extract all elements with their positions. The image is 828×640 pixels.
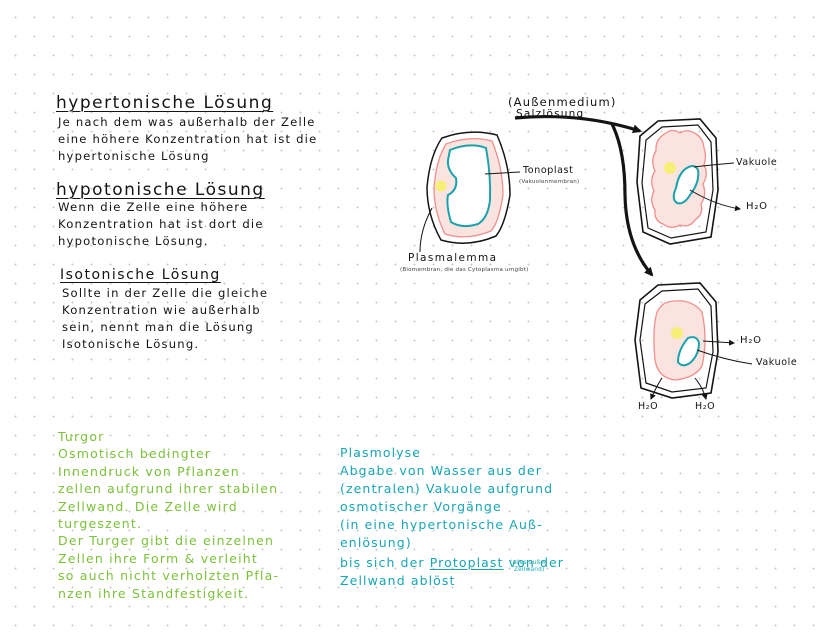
plasmolyse-heading: Plasmolyse xyxy=(340,445,422,460)
h2o-label-top: H₂O xyxy=(746,201,768,212)
text-line: (alles außer xyxy=(510,560,547,566)
text-line: Konzentration wie außerhalb xyxy=(62,303,261,317)
text-line: sein, nennt man die Lösung xyxy=(62,320,254,334)
text-line: Zellwand. Die Zelle wird xyxy=(58,498,238,514)
h2o-label-bottom-right: H₂O xyxy=(695,401,716,412)
text-line: (zentralen) Vakuole aufgrund xyxy=(340,481,554,496)
tonoplast-label: Tonoplast xyxy=(523,165,574,176)
text-line: enlösung) xyxy=(340,535,412,550)
h2o-label-bottom-left: H₂O xyxy=(638,401,659,412)
text-line: Innendruck von Pflanzen xyxy=(58,463,240,479)
text-line: hypertonische Lösung xyxy=(58,149,210,163)
text-line: Zellwand ablöst xyxy=(340,573,456,588)
turgor-block: Turgor Osmotisch bedingter Innendruck vo… xyxy=(58,428,279,602)
text-line: Abgabe von Wasser aus der xyxy=(340,463,542,478)
cell-plasmolysed xyxy=(634,282,753,400)
text-line: (in eine hypertonische Auß- xyxy=(340,517,543,532)
text-line: Je nach dem was außerhalb der Zelle xyxy=(58,115,316,129)
plasmolyse-block: Plasmolyse Abgabe von Wasser aus der (ze… xyxy=(340,444,564,590)
text-line: Zellwand) xyxy=(514,567,545,573)
plasmalemma-note: (Biomembran, die das Cytoplasma umgibt) xyxy=(400,267,529,273)
isotonic-text: Sollte in der Zelle die gleiche Konzentr… xyxy=(62,285,268,353)
text-line: bis sich der Protoplast von der xyxy=(340,554,564,572)
vakuole-label-top: Vakuole xyxy=(736,157,778,168)
nucleus-icon xyxy=(435,180,447,192)
text-line: zellen aufgrund ihrer stabilen xyxy=(58,481,279,497)
protoplast-term: Protoplast xyxy=(429,555,504,570)
hypertonic-text: Je nach dem was außerhalb der Zelle eine… xyxy=(58,114,317,165)
text-line: Zellen ihre Form & verleiht xyxy=(58,550,258,566)
text-line: Wenn die Zelle eine höhere xyxy=(58,200,249,214)
text-line: Konzentration hat ist dort die xyxy=(58,217,264,231)
plasmolyse-side-note: (alles außer Zellwand) xyxy=(510,560,547,574)
vakuole-label-bottom: Vakuole xyxy=(756,357,798,368)
nucleus-icon xyxy=(671,327,683,339)
text-line: osmotischer Vorgänge xyxy=(340,499,502,514)
h2o-label-right: H₂O xyxy=(740,335,762,346)
text-line: hypotonische Lösung. xyxy=(58,234,209,248)
tonoplast-note: (Vakuolenmembran) xyxy=(519,179,580,185)
cell-normal xyxy=(419,131,521,253)
text-fragment: bis sich der xyxy=(340,555,430,570)
outer-medium-label: (Außenmedium) xyxy=(508,95,617,109)
hypertonic-title: hypertonische Lösung xyxy=(56,93,274,113)
text-line: Isotonische Lösung. xyxy=(62,337,200,351)
text-line: Der Turger gibt die einzelnen xyxy=(58,533,275,549)
text-line: eine höhere Konzentration hat ist die xyxy=(58,132,318,146)
turgor-heading: Turgor xyxy=(58,429,105,444)
text-line: Sollte in der Zelle die gleiche xyxy=(62,286,269,300)
text-line: Osmotisch bedingter xyxy=(58,446,212,462)
plasmalemma-label: Plasmalemma xyxy=(408,252,498,264)
text-line: nzen ihre Standfestigkeit. xyxy=(58,585,250,601)
text-line: so auch nicht verholzten Pfla- xyxy=(58,568,280,584)
text-fragment: von der xyxy=(503,555,565,570)
isotonic-title: Isotonische Lösung xyxy=(60,267,221,283)
text-line: turgeszent. xyxy=(58,516,143,532)
hypotonic-text: Wenn die Zelle eine höhere Konzentration… xyxy=(58,199,264,250)
salt-solution-label: Salzlösung xyxy=(516,108,585,120)
nucleus-icon xyxy=(664,162,676,174)
cell-hypertonic xyxy=(636,118,741,245)
hypotonic-title: hypotonische Lösung xyxy=(56,180,265,200)
